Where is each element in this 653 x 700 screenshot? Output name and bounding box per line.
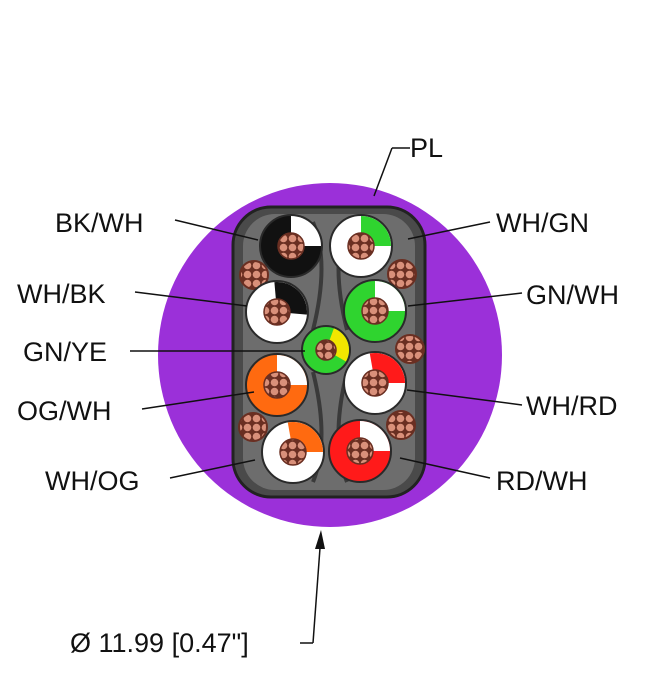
copper-core-gn-ye — [315, 339, 337, 361]
label-wh-og: WH/OG — [45, 466, 140, 496]
label-wh-gn: WH/GN — [496, 208, 589, 238]
copper-core-bk-wh — [277, 232, 305, 260]
conductor-wh-gn — [329, 214, 393, 278]
conductor-wh-bk — [245, 280, 309, 344]
label-rd-wh: RD/WH — [496, 466, 587, 496]
conductor-bk-wh — [259, 214, 323, 278]
center-separator — [311, 221, 349, 483]
diameter-label: Ø 11.99 [0.47"] — [70, 628, 249, 658]
jacket-label: PL — [410, 133, 443, 163]
label-wh-bk: WH/BK — [17, 279, 106, 309]
copper-core-wh-bk — [263, 298, 291, 326]
label-og-wh: OG/WH — [17, 396, 112, 426]
label-gn-ye: GN/YE — [23, 337, 107, 367]
drain-bundle-left-top — [239, 260, 269, 290]
conductor-og-wh — [245, 353, 309, 417]
label-wh-rd: WH/RD — [526, 391, 617, 421]
label-gn-wh: GN/WH — [526, 280, 619, 310]
drain-bundle-right-bottom — [386, 410, 416, 440]
copper-core-rd-wh — [346, 437, 374, 465]
drain-bundle-right-middle — [395, 334, 425, 364]
label-layer: PL BK/WH WH/BK GN/YE OG/WH WH/OG WH/GN G… — [17, 133, 619, 496]
copper-core-wh-og — [279, 438, 307, 466]
copper-core-wh-gn — [347, 232, 375, 260]
diameter-dimension: Ø 11.99 [0.47"] — [70, 530, 325, 658]
label-bk-wh: BK/WH — [55, 208, 144, 238]
copper-core-gn-wh — [361, 297, 389, 325]
drain-bundle-left-bottom — [238, 412, 268, 442]
copper-core-wh-rd — [361, 369, 389, 397]
conductor-gn-ye — [301, 325, 351, 375]
conductor-wh-og — [261, 420, 325, 484]
conductor-rd-wh — [328, 419, 392, 483]
conductor-wh-rd — [343, 351, 407, 415]
copper-core-og-wh — [263, 371, 291, 399]
dimension-arrowhead — [315, 530, 325, 549]
conductor-layer — [245, 214, 407, 484]
conductor-gn-wh — [343, 279, 407, 343]
drain-bundle-right-top — [387, 259, 417, 289]
